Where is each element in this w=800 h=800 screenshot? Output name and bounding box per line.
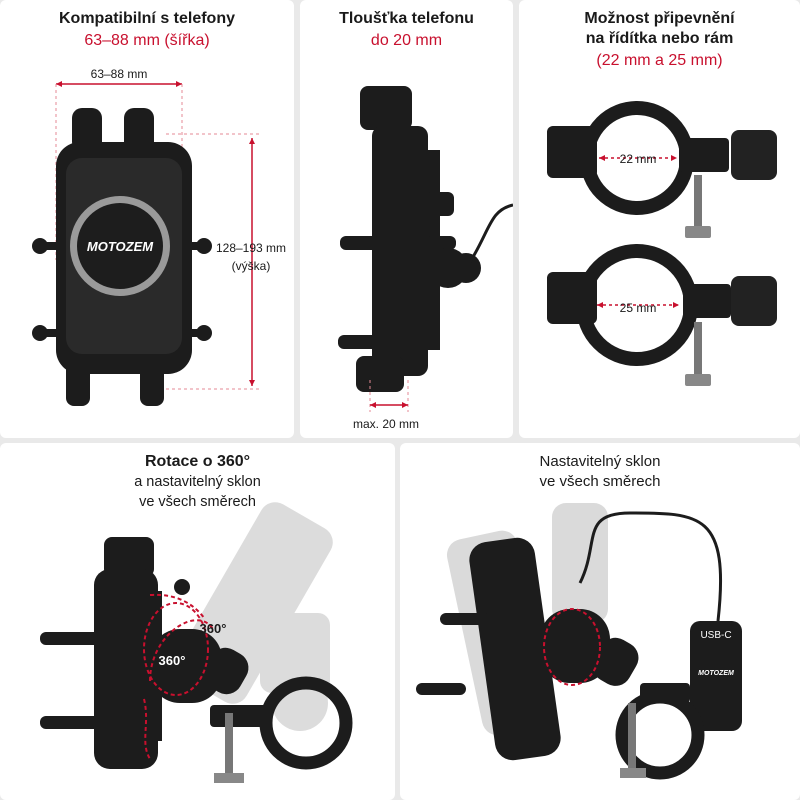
brand-logo-front: MOTOZEM — [87, 239, 154, 254]
clamp-22mm-label: 22 mm — [620, 152, 657, 166]
brand-logo-charger: MOTOZEM — [698, 670, 734, 677]
phone-holder-side-illustration: max. 20 mm — [338, 86, 513, 431]
panel1-title: Kompatibilní s telefony — [58, 10, 235, 27]
clamp-22mm: 22 mm — [547, 101, 777, 238]
panel4-sub-1: a nastavitelný sklon — [134, 474, 261, 490]
clamp-25mm-label: 25 mm — [620, 301, 657, 315]
panel-phone-compatibility: Kompatibilní s telefony 63–88 mm (šířka) — [0, 0, 294, 438]
rotation-arrow-1 — [149, 593, 206, 620]
panel2-title: Tloušťka telefonu — [339, 10, 474, 27]
usb-charger-unit — [690, 621, 742, 731]
panel-rotation: Rotace o 360° a nastavitelný sklon ve vš… — [0, 443, 395, 800]
tilt-illustration: USB-C MOTOZEM — [416, 503, 742, 780]
clamp-illustrations: 22 mm 25 mm — [547, 101, 777, 386]
panel3-subtitle: (22 mm a 25 mm) — [596, 52, 723, 69]
panel3-title-1: Možnost připevnění — [584, 10, 735, 27]
rotation-illustration: 360° 360° — [40, 502, 353, 783]
height-dimension-label-2: (výška) — [232, 259, 271, 273]
phone-holder-front-illustration: MOTOZEM 63–88 mm 128–193 mm (výška) — [32, 67, 286, 406]
panel-mounting-options: Možnost připevnění na řídítka nebo rám (… — [519, 0, 800, 438]
panel2-subtitle: do 20 mm — [370, 32, 443, 49]
main-holder-tilt — [416, 537, 561, 761]
width-dimension-label: 63–88 mm — [91, 67, 148, 81]
panel-adjustable-tilt: Nastavitelný sklon ve všech směrech USB-… — [400, 443, 800, 800]
panel3-title-2: na řídítka nebo rám — [585, 30, 734, 47]
rotation-arrow-2 — [143, 602, 209, 696]
panel4-sub-2: ve všech směrech — [139, 494, 256, 510]
usb-cable — [468, 203, 513, 263]
main-holder — [40, 537, 162, 769]
rotation-label-1: 360° — [200, 621, 227, 636]
panel1-subtitle: 63–88 mm (šířka) — [84, 32, 210, 49]
usb-c-label: USB-C — [700, 630, 731, 641]
depth-dimension-label: max. 20 mm — [353, 417, 419, 431]
panel-phone-thickness: Tloušťka telefonu do 20 mm max. 20 mm — [300, 0, 513, 438]
height-dimension-label-1: 128–193 mm — [216, 241, 286, 255]
tilt-arrow — [543, 608, 601, 686]
panel4-title: Rotace o 360° — [144, 453, 251, 470]
charging-cable — [578, 511, 723, 622]
rotation-label-2: 360° — [159, 653, 186, 668]
panel5-sub-1: ve všech směrech — [539, 473, 661, 490]
panel5-title: Nastavitelný sklon — [539, 453, 661, 470]
clamp-25mm: 25 mm — [547, 244, 777, 386]
